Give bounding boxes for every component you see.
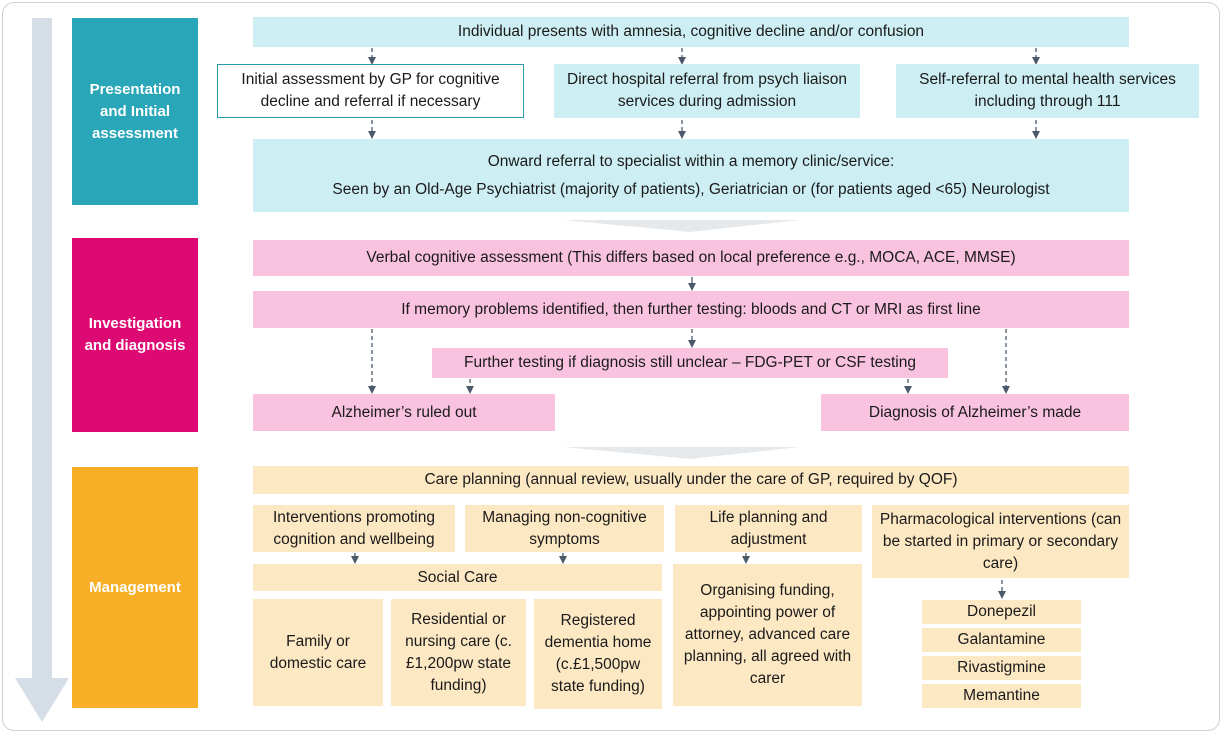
onward-referral-line2: Seen by an Old-Age Psychiatrist (majorit…: [332, 180, 1050, 198]
interventions-box: Interventions promoting cognition and we…: [253, 505, 455, 552]
alzheimers-ruled-out-box: Alzheimer’s ruled out: [253, 394, 555, 431]
drug-rivastigmine-box: Rivastigmine: [922, 656, 1081, 680]
drug-memantine-box: Memantine: [922, 684, 1081, 708]
hospital-referral-box: Direct hospital referral from psych liai…: [554, 64, 860, 118]
organising-funding-box: Organising funding, appointing power of …: [673, 564, 862, 706]
presentation-top-box: Individual presents with amnesia, cognit…: [253, 17, 1129, 47]
family-care-box: Family or domestic care: [253, 599, 383, 706]
onward-referral-box: Onward referral to specialist within a m…: [253, 139, 1129, 212]
registered-dementia-home-box: Registered dementia home (c.£1,500pw sta…: [534, 599, 662, 709]
self-referral-box: Self-referral to mental health services …: [896, 64, 1199, 118]
phase-chevron-1: [563, 220, 800, 232]
gp-assessment-box: Initial assessment by GP for cognitive d…: [217, 64, 524, 118]
residential-care-box: Residential or nursing care (c.£1,200pw …: [391, 599, 526, 706]
drug-donepezil-box: Donepezil: [922, 600, 1081, 624]
memory-testing-box: If memory problems identified, then furt…: [253, 291, 1129, 328]
onward-referral-line1: Onward referral to specialist within a m…: [487, 152, 895, 170]
life-planning-box: Life planning and adjustment: [675, 505, 862, 552]
care-planning-box: Care planning (annual review, usually un…: [253, 466, 1129, 494]
drug-galantamine-box: Galantamine: [922, 628, 1081, 652]
further-testing-box: Further testing if diagnosis still uncle…: [432, 348, 948, 378]
social-care-box: Social Care: [253, 564, 662, 591]
pharmacological-box: Pharmacological interventions (can be st…: [872, 505, 1129, 578]
alzheimers-diagnosis-box: Diagnosis of Alzheimer’s made: [821, 394, 1129, 431]
phase-label-presentation: Presentation and Initial assessment: [72, 18, 198, 205]
timeline-down-arrow: [15, 18, 69, 722]
phase-chevron-2: [563, 447, 800, 459]
phase-label-management: Management: [72, 467, 198, 708]
verbal-assessment-box: Verbal cognitive assessment (This differ…: [253, 240, 1129, 276]
phase-label-investigation: Investigation and diagnosis: [72, 238, 198, 432]
non-cognitive-box: Managing non-cognitive symptoms: [465, 505, 664, 552]
